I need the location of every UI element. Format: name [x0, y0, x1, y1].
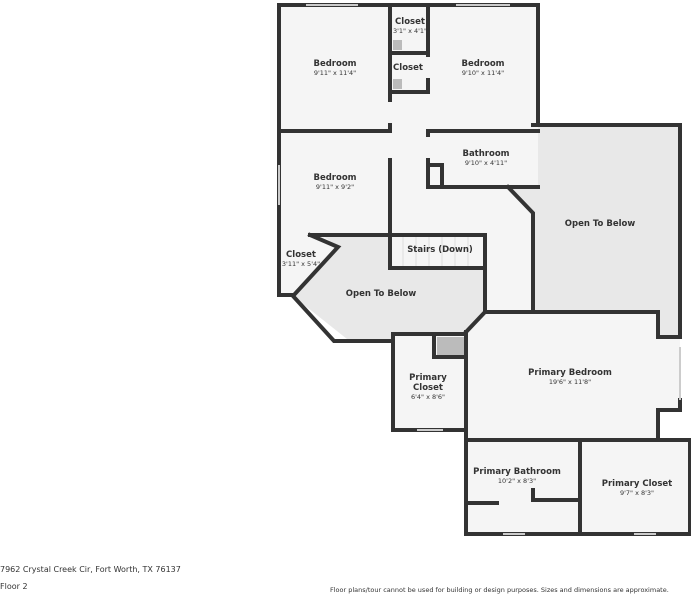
- floor-label: Floor 2: [0, 582, 28, 591]
- room-dim: 9'11" x 9'2": [316, 183, 354, 191]
- room-label: Primary: [409, 373, 447, 383]
- room-label: Closet: [395, 17, 425, 27]
- room-label: Primary Bathroom: [473, 467, 561, 477]
- room-dim: 9'10" x 4'11": [465, 159, 507, 167]
- room-dim: 9'7" x 8'3": [620, 489, 654, 497]
- room-label: Bedroom: [461, 59, 504, 69]
- room-label: Bathroom: [462, 149, 509, 159]
- room-label: Closet: [286, 250, 316, 260]
- address: 7962 Crystal Creek Cir, Fort Worth, TX 7…: [0, 565, 181, 574]
- room-dim: 10'2" x 8'3": [498, 477, 536, 485]
- room-label: Open To Below: [565, 219, 636, 229]
- room-dim: 6'4" x 8'6": [411, 393, 445, 401]
- room-label: Bedroom: [313, 173, 356, 183]
- room-label: Stairs (Down): [407, 245, 473, 255]
- room-label: Primary Bedroom: [528, 368, 612, 378]
- room-dim: 3'11" x 5'4": [282, 260, 320, 268]
- room-label: Primary Closet: [602, 479, 673, 489]
- stairs: [402, 236, 469, 267]
- room-labels: Bedroom 9'11" x 11'4" Closet 3'1" x 4'1"…: [282, 17, 672, 497]
- room-label: Closet: [393, 63, 423, 73]
- room-dim: 9'11" x 11'4": [314, 69, 356, 77]
- hatched-shafts: [393, 40, 464, 355]
- room-dim: 9'10" x 11'4": [462, 69, 504, 77]
- room-label: Bedroom: [313, 59, 356, 69]
- windows: [278, 4, 681, 535]
- disclaimer: Floor plans/tour cannot be used for buil…: [330, 586, 669, 594]
- room-label: Closet: [413, 383, 443, 393]
- room-dim: 3'1" x 4'1": [393, 27, 427, 35]
- room-label: Open To Below: [346, 289, 417, 299]
- room-dim: 19'6" x 11'8": [549, 378, 591, 386]
